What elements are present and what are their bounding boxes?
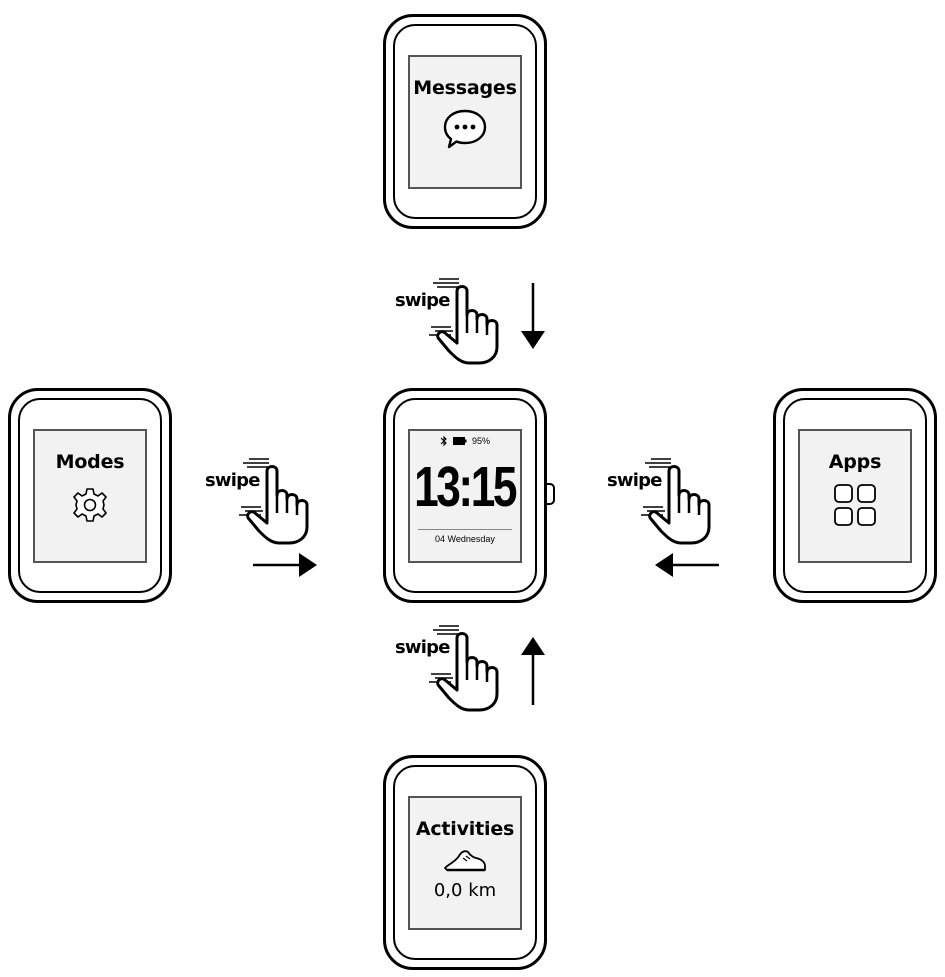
battery-icon [452,437,467,445]
apps-screen: Apps [798,429,912,563]
swipe-label: swipe [395,637,450,658]
hand-swipe-icon [395,275,515,365]
hand-swipe-icon [607,455,727,545]
speech-bubble-icon [443,109,487,149]
messages-screen: Messages [408,55,522,189]
swipe-down-gesture: swipe [395,275,555,367]
swipe-right-gesture: swipe [205,455,335,585]
battery-percent: 95% [471,436,490,446]
watch-home: 95% 13:15 04 Wednesday [383,388,547,603]
hand-swipe-icon [395,622,515,712]
swipe-label: swipe [395,290,450,311]
home-screen: 95% 13:15 04 Wednesday [408,429,522,563]
swipe-label: swipe [205,470,260,491]
clock-time: 13:15 [414,455,518,519]
swipe-up-gesture: swipe [395,622,555,714]
status-bar: 95% [440,435,490,447]
apps-title: Apps [828,451,882,473]
messages-title: Messages [413,77,517,99]
watch-messages: Messages [383,14,547,229]
watch-bezel [18,398,162,593]
clock-date: 04 Wednesday [435,534,495,544]
bluetooth-icon [440,435,447,447]
distance-value: 0,0 km [433,880,497,901]
arrow-right-icon [253,553,317,577]
watch-apps: Apps [773,388,937,603]
arrow-up-icon [521,637,545,705]
swipe-label: swipe [607,470,662,491]
watch-activities: Activities 0,0 km [383,755,547,970]
app-grid-icon [834,484,876,526]
watch-modes: Modes [8,388,172,603]
date-divider [418,529,512,530]
watch-bezel [393,398,537,593]
watch-bezel [393,765,537,960]
arrow-left-icon [655,553,719,577]
running-shoe-icon [444,850,486,872]
hand-swipe-icon [205,455,325,545]
gear-icon [73,488,107,522]
watch-crown [547,483,555,505]
watch-bezel [783,398,927,593]
activities-screen: Activities 0,0 km [408,796,522,930]
swipe-left-gesture: swipe [607,455,737,585]
arrow-down-icon [521,283,545,349]
activities-title: Activities [415,818,515,840]
watch-bezel [393,24,537,219]
modes-title: Modes [55,451,125,473]
modes-screen: Modes [33,429,147,563]
